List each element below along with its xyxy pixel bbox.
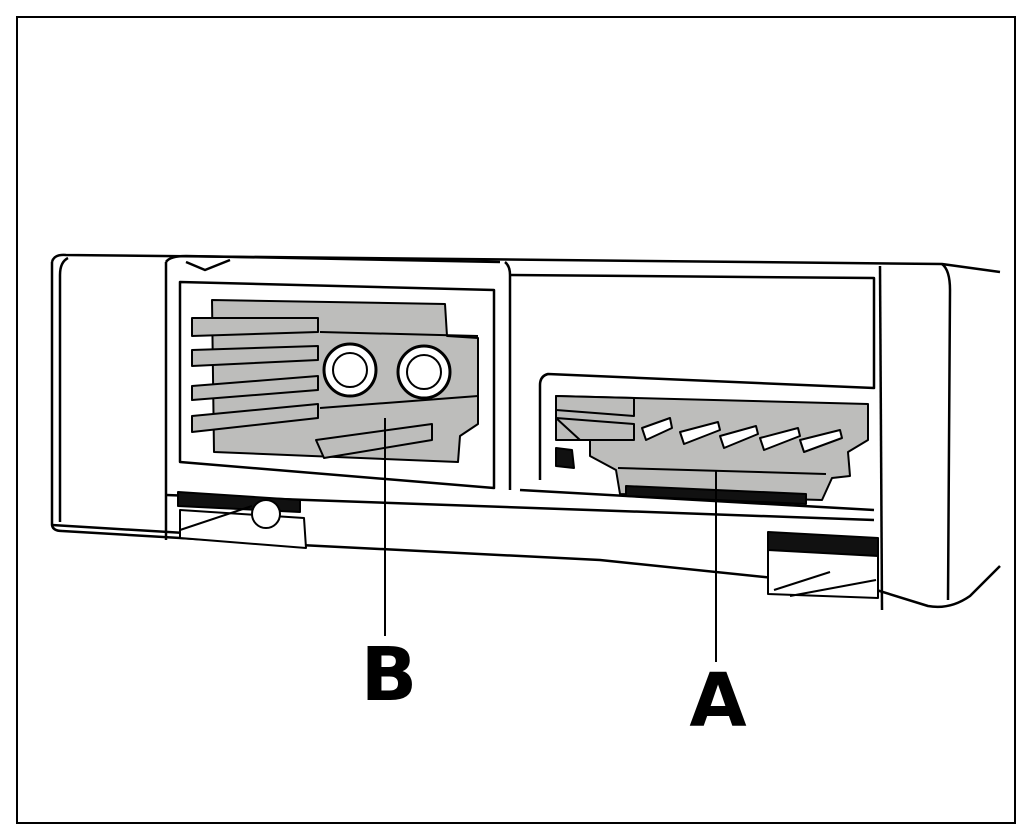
connector-b [191,299,479,463]
post-left-inner [332,352,368,388]
label-b: B [361,632,417,718]
connector-a [555,395,869,505]
label-a: A [689,658,746,744]
post-right-inner [406,354,442,390]
unit-housing [50,253,1001,611]
latch-knob [251,499,281,529]
lower-details [177,491,879,599]
